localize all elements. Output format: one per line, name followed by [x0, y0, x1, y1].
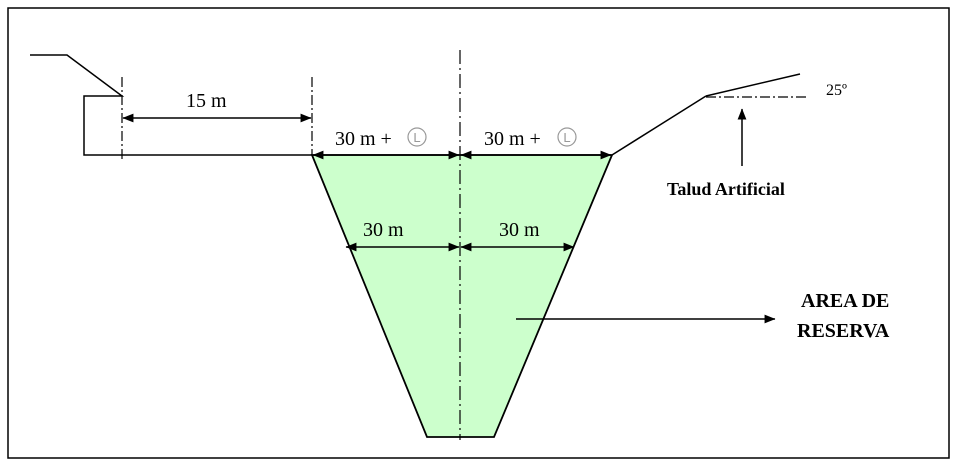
- label-angle: 25º: [826, 82, 847, 99]
- label-top-right-group: 30 m + L: [484, 127, 577, 150]
- circled-l-letter: L: [413, 130, 420, 145]
- outer-frame: [7, 7, 950, 459]
- label-15m: 15 m: [186, 90, 227, 112]
- ground-profile-left: [30, 54, 312, 156]
- circled-l-icon: L: [557, 127, 577, 147]
- circled-l-icon: L: [407, 127, 427, 147]
- reserve-area: [310, 154, 614, 438]
- label-top-left: 30 m +: [335, 128, 392, 150]
- label-reserve-line2: RESERVA: [797, 320, 890, 342]
- label-top-right: 30 m +: [484, 128, 541, 150]
- circled-l-letter: L: [563, 130, 570, 145]
- label-slope: Talud Artificial: [667, 179, 785, 199]
- slope-line-lower: [611, 95, 707, 156]
- label-reserve-line1: AREA DE: [801, 290, 889, 312]
- label-mid-right: 30 m: [499, 219, 540, 241]
- label-mid-left: 30 m: [363, 219, 404, 241]
- slope-line-upper: [705, 73, 801, 97]
- label-top-left-group: 30 m + L: [335, 127, 427, 150]
